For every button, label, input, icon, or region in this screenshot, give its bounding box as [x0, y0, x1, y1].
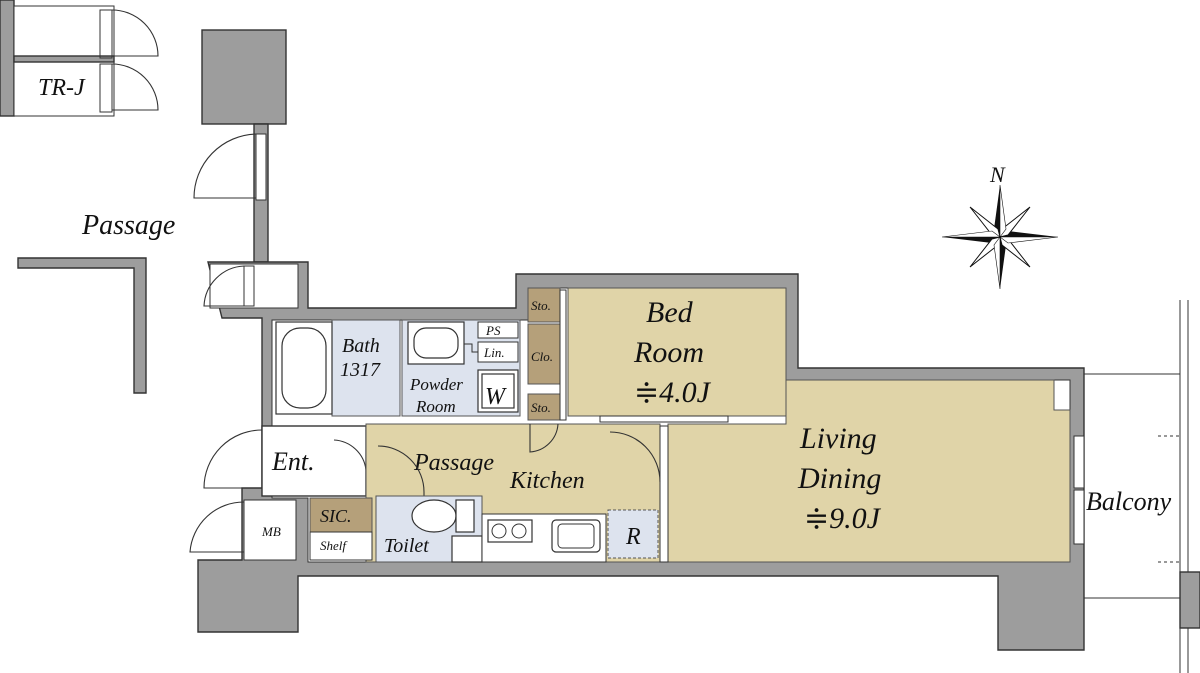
compass-rose-icon: [941, 184, 1059, 290]
fridge-label: R: [625, 524, 641, 550]
passage-outside-label: Passage: [81, 210, 175, 241]
bath-room: [331, 319, 401, 417]
mb-label: MB: [261, 524, 281, 539]
toilet-label: Toilet: [384, 535, 429, 557]
bed-label-2: Room: [633, 336, 704, 369]
storage-top-label: Sto.: [531, 298, 551, 313]
bed-label-1: Bed: [646, 296, 694, 329]
entrance-label: Ent.: [271, 447, 315, 476]
storage-mid-label: Sto.: [531, 400, 551, 415]
lin-label: Lin.: [483, 345, 505, 360]
closet: [527, 323, 561, 385]
storage-top: [527, 287, 561, 323]
dining-label: Dining: [797, 462, 881, 495]
living-dining: [667, 379, 1071, 563]
stove: [487, 519, 533, 543]
bath-size-label: 1317: [340, 359, 381, 381]
shelf: [309, 531, 373, 561]
north-label: N: [989, 162, 1006, 187]
kitchen-sink: [551, 519, 601, 553]
meter-box: [243, 499, 297, 561]
bed-size-label: ≑4.0J: [634, 376, 712, 409]
shelf-label: Shelf: [320, 538, 348, 553]
balcony: [1084, 300, 1200, 673]
kitchen-label: Kitchen: [509, 468, 585, 494]
shaft-column: [201, 29, 287, 125]
toilet-bowl: [411, 499, 457, 533]
shoe-closet: [309, 497, 373, 533]
living-label: Living: [799, 422, 877, 455]
trj-label: TR-J: [38, 75, 86, 101]
ld-size-label: ≑9.0J: [804, 502, 882, 535]
sic-label: SIC.: [320, 506, 352, 526]
entrance: [261, 425, 367, 497]
powder-label-2: Room: [415, 397, 456, 416]
balcony-label: Balcony: [1086, 487, 1172, 516]
passage-inside-label: Passage: [413, 450, 494, 476]
fridge-space: [607, 509, 659, 559]
bed-room: [567, 287, 787, 417]
trj-unit: [0, 0, 159, 117]
closet-label: Clo.: [531, 349, 553, 364]
bath-label: Bath: [342, 335, 380, 357]
ps-label: PS: [485, 323, 501, 338]
outside-passage-walls: [17, 257, 147, 394]
powder-label-1: Powder: [409, 375, 463, 394]
washer-label: W: [485, 384, 507, 410]
